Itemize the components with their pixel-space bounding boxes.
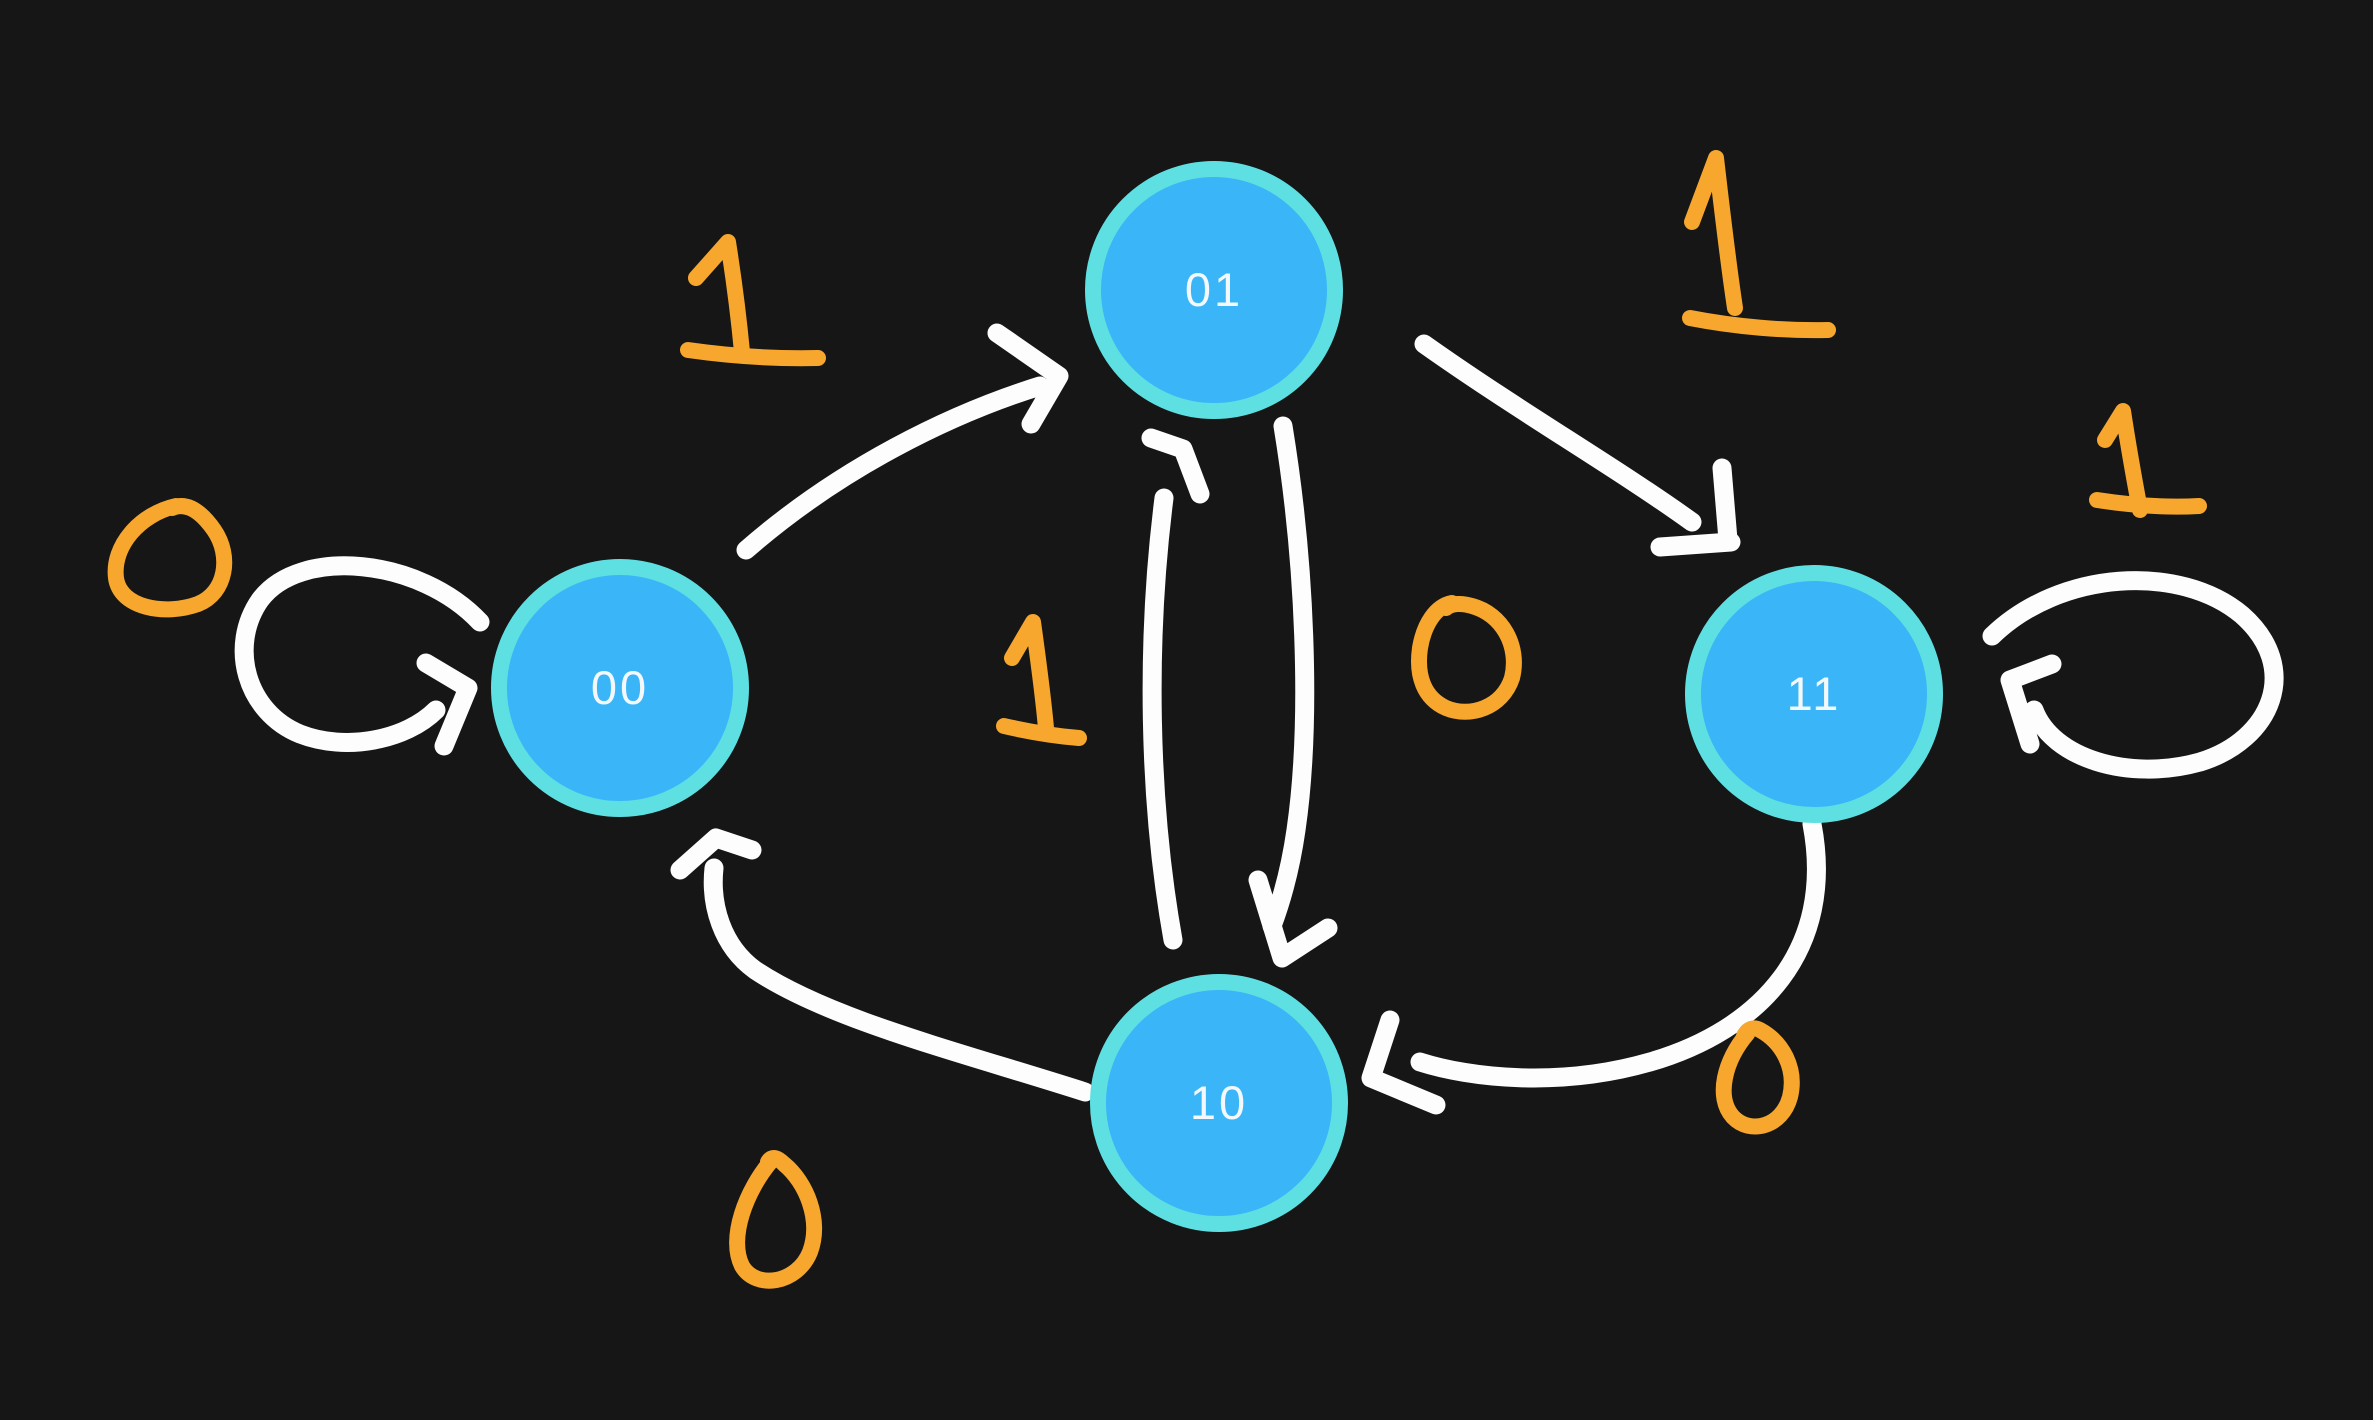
state-node-11: 11	[1685, 565, 1943, 823]
transition-labels: 0 1 1 0 1 1	[107, 150, 2207, 1289]
arrowhead	[1248, 870, 1338, 968]
transition-arrow-10-01	[1141, 428, 1210, 950]
digit-1-base	[2089, 492, 2207, 515]
state-11-circle	[1685, 565, 1943, 823]
state-00-circle	[491, 559, 749, 817]
digit-1-base	[996, 718, 1087, 746]
arrow-shaft	[1414, 334, 1702, 532]
transition-label-01-11: 1	[1682, 150, 1836, 339]
arrowhead-bar	[1650, 532, 1741, 557]
arrow-shaft	[1982, 571, 2284, 779]
transition-label-11-10: 0	[1715, 1020, 1800, 1135]
arrow-shaft	[703, 858, 1095, 1102]
transition-arrow-11-11	[1982, 571, 2284, 779]
transition-label-01-10: 0	[1411, 595, 1522, 720]
transition-label-00-01: 1	[680, 234, 826, 367]
transition-arrow-00-00	[234, 556, 490, 756]
digit-0-glyph	[1715, 1020, 1800, 1135]
state-01-label: 01	[1185, 263, 1243, 316]
digit-1-base	[1682, 310, 1836, 339]
transition-arrow-01-11	[1414, 334, 1741, 557]
digit-1-glyph	[1004, 614, 1054, 736]
transition-label-10-00: 0	[729, 1149, 823, 1289]
arrow-shaft	[1142, 488, 1183, 950]
transition-arrow-01-10	[1248, 416, 1338, 968]
digit-1-base	[680, 342, 826, 367]
state-nodes: 00 01 11 10	[491, 161, 1943, 1232]
arrow-shaft	[736, 376, 1050, 560]
arrowhead	[1712, 458, 1738, 550]
arrowhead	[1141, 428, 1210, 504]
arrowhead	[670, 828, 762, 880]
transition-label-11-11: 1	[2089, 403, 2207, 518]
digit-0-glyph	[107, 498, 233, 618]
digit-0-glyph	[1411, 595, 1522, 720]
transition-arrow-11-10	[1361, 814, 1826, 1115]
state-10-label: 10	[1190, 1076, 1248, 1129]
digit-1-glyph	[1684, 150, 1743, 316]
state-node-10: 10	[1090, 974, 1348, 1232]
transition-label-00-00: 0	[107, 498, 233, 618]
transition-arrow-00-01	[736, 323, 1069, 560]
state-00-label: 00	[591, 661, 649, 714]
arrow-shaft	[234, 556, 490, 752]
digit-1-glyph	[688, 234, 750, 360]
arrowhead	[987, 323, 1069, 434]
state-01-circle	[1085, 161, 1343, 419]
arrowhead	[1361, 1010, 1446, 1115]
state-node-00: 00	[491, 559, 749, 817]
transition-arrows	[234, 323, 2284, 1115]
transition-label-10-01: 1	[996, 614, 1087, 746]
arrowhead	[2000, 654, 2062, 754]
state-11-label: 11	[1787, 667, 1842, 720]
arrow-shaft	[1262, 416, 1315, 936]
arrowhead	[416, 653, 478, 756]
state-node-01: 01	[1085, 161, 1343, 419]
state-10-circle	[1090, 974, 1348, 1232]
transition-arrow-10-00	[670, 828, 1095, 1102]
digit-0-glyph	[729, 1149, 823, 1289]
arrow-shaft	[1410, 814, 1826, 1088]
